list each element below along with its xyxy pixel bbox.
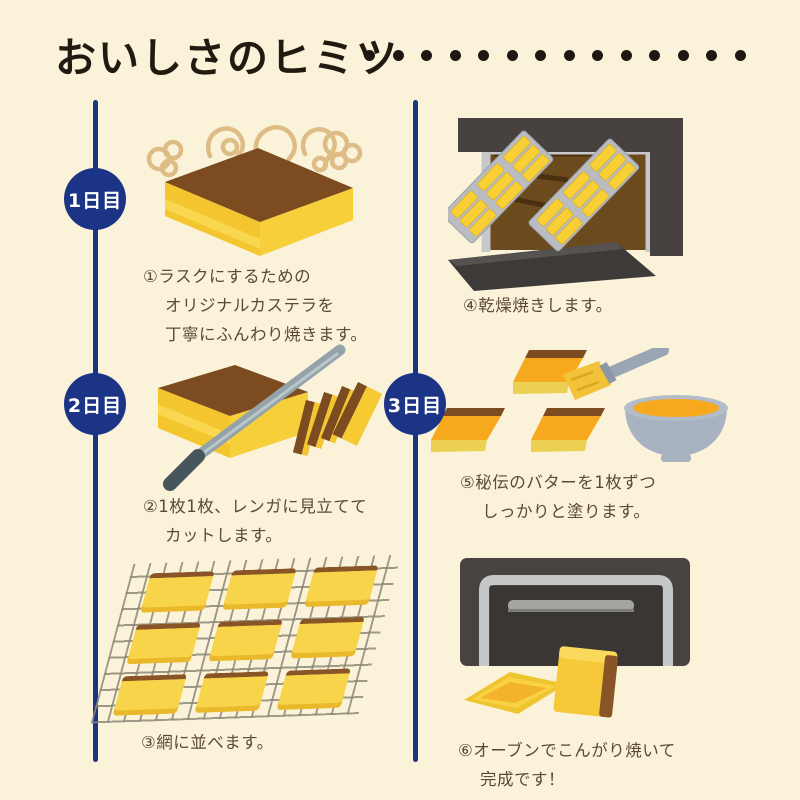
step2-caption: ②1枚1枚、レンガに見立てて カットします。 [143,492,367,550]
castella-cake [165,148,353,256]
oven-door-frame [479,575,673,666]
slices-on-wire-rack-illustration [90,554,402,724]
buttered-slice [431,408,505,452]
oven-final-bake-finished-rusk-illustration [460,558,690,718]
caption-line: ⑤秘伝のバターを1枚ずつ [460,473,657,492]
oven-handle [508,600,634,611]
title-dot [649,50,660,61]
rack-slice [126,622,201,665]
title-dot [592,50,603,61]
title-dot [620,50,632,61]
rack-slice [208,619,283,662]
title-dot [706,50,717,61]
title-dots [364,50,746,61]
title-dot [364,50,375,61]
title-dot [677,50,689,61]
rack-slice [140,571,215,613]
rack-slice [194,671,270,713]
caption-line: 丁寧にふんわり焼きます。 [165,325,368,344]
step3-caption: ③網に並べます。 [141,728,274,757]
castella-block [158,365,308,458]
oven-open-door [448,242,656,291]
caption-line: ②1枚1枚、レンガに見立てて [143,497,368,516]
rack-slice [276,668,351,710]
wire-rack [90,554,402,724]
step5-caption: ⑤秘伝のバターを1枚ずつ しっかりと塗ります。 [460,468,656,526]
caption-line: ④乾燥焼きします。 [463,296,613,315]
finished-rusk-piece [553,646,618,718]
page-title: おいしさのヒミツ [55,34,399,82]
butter-brush-icon [563,348,669,400]
knife-icon [163,344,346,491]
steaming-castella-cake-illustration [146,125,363,256]
baking-tray [528,138,640,252]
brushing-butter-on-slices-illustration [431,348,728,462]
caption-line: ①ラスクにするための [143,267,312,286]
step4-caption: ④乾燥焼きします。 [463,291,613,320]
butter-bowl [624,395,728,462]
title-dot [421,50,432,61]
caption-line: ⑥オーブンでこんがり焼いて [458,741,676,760]
cutting-castella-with-knife-illustration [158,344,383,491]
baking-tray [448,130,554,244]
rack-slice [290,616,365,659]
title-dot [563,50,575,61]
title-dot [449,50,461,61]
title-dot [734,50,746,61]
day3-badge: 3日目 [384,373,446,435]
caption-line: オリジナルカステラを [165,296,335,315]
rack-slice [304,565,379,607]
caption-line: ③網に並べます。 [141,733,274,752]
title-dot [392,50,404,61]
oven-side-panel [650,118,683,256]
day1-badge: 1日目 [64,168,126,230]
cut-slices [292,382,383,457]
title-dot [506,50,518,61]
title-dot [535,50,546,61]
day2-badge: 2日目 [64,373,126,435]
oven-top-panel [458,118,683,152]
title-dot [478,50,489,61]
rack-slice [112,674,188,716]
step6-caption: ⑥オーブンでこんがり焼いて 完成です！ [458,736,676,794]
open-oven-dry-baking-trays-illustration [448,118,683,291]
step1-caption: ①ラスクにするための オリジナルカステラを 丁寧にふんわり焼きます。 [143,262,367,349]
caption-line: カットします。 [165,526,283,545]
rack-slice [222,568,297,610]
caption-line: しっかりと塗ります。 [482,502,651,521]
buttered-slice [531,408,605,452]
caption-line: 完成です！ [480,770,565,789]
finished-rusk-piece [464,672,566,714]
